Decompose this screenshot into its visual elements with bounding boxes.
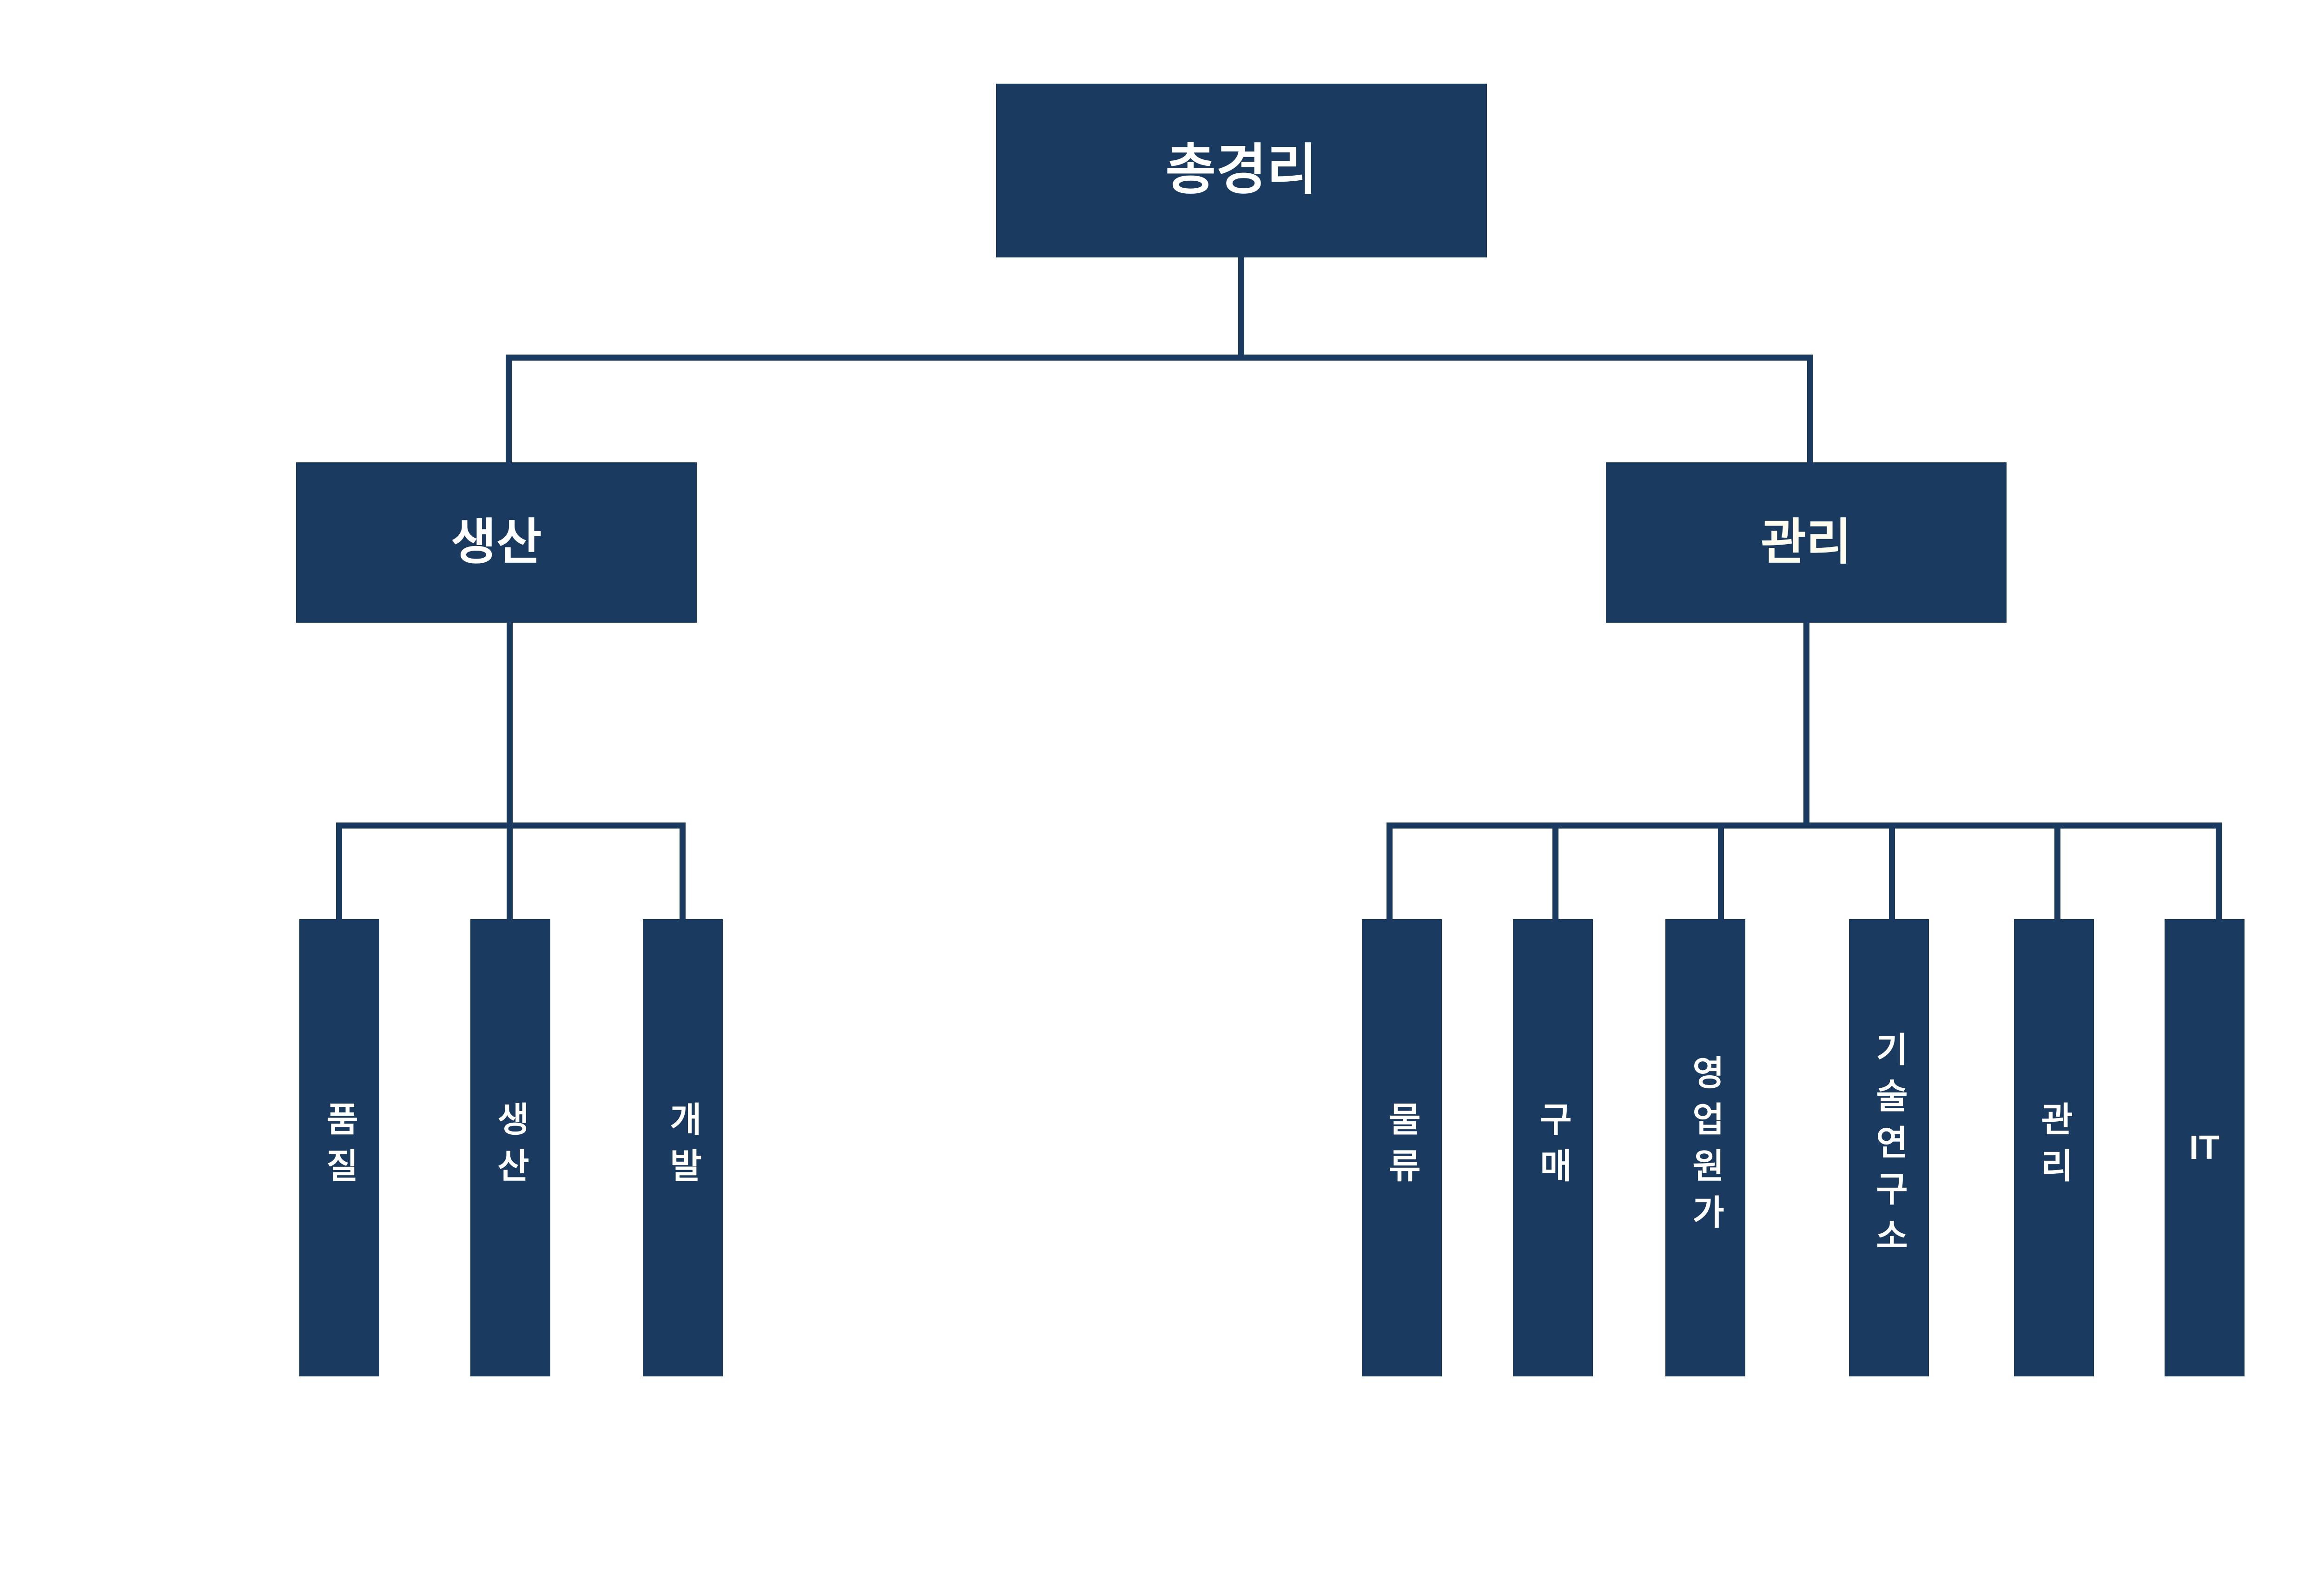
connector-production-stem: [507, 623, 513, 829]
connector-management-child-6: [2216, 822, 2222, 922]
node-logistics[interactable]: 물류: [1362, 919, 1442, 1376]
node-administration-label: 관리: [2035, 1101, 2073, 1194]
connector-production-child-2: [507, 822, 513, 922]
node-development-label: 개발: [664, 1101, 702, 1194]
node-technical-research-institute-label: 기술연구소: [1870, 1032, 1908, 1264]
node-management-label: 관리: [1760, 514, 1852, 570]
connector-root-bus: [506, 355, 1813, 361]
connector-root-stem: [1238, 257, 1244, 356]
node-root-ceo-label: 총경리: [1165, 139, 1318, 201]
node-it-label: IT: [2189, 1129, 2220, 1166]
node-logistics-label: 물류: [1383, 1101, 1421, 1194]
connector-production-child-1: [336, 822, 342, 922]
node-purchasing[interactable]: 구매: [1513, 919, 1593, 1376]
node-quality[interactable]: 품질: [299, 919, 379, 1376]
node-sales-cost-label: 영업원가: [1686, 1055, 1725, 1241]
connector-to-production: [506, 355, 512, 464]
node-production-leaf-label: 생산: [491, 1101, 530, 1194]
node-quality-label: 품질: [320, 1101, 359, 1194]
node-it[interactable]: IT: [2165, 919, 2245, 1376]
connector-management-child-1: [1386, 822, 1393, 922]
node-management[interactable]: 관리: [1606, 462, 2007, 623]
connector-production-child-3: [680, 822, 686, 922]
node-purchasing-label: 구매: [1534, 1101, 1572, 1194]
node-development[interactable]: 개발: [643, 919, 723, 1376]
connector-management-child-2: [1552, 822, 1558, 922]
node-administration[interactable]: 관리: [2014, 919, 2094, 1376]
node-production-leaf[interactable]: 생산: [470, 919, 550, 1376]
node-sales-cost[interactable]: 영업원가: [1665, 919, 1745, 1376]
connector-management-child-3: [1718, 822, 1724, 922]
node-root-ceo[interactable]: 총경리: [996, 84, 1487, 257]
connector-management-stem: [1803, 623, 1809, 829]
connector-management-bus: [1386, 822, 2222, 829]
connector-management-child-5: [2054, 822, 2060, 922]
connector-to-management: [1807, 355, 1813, 464]
node-production-label: 생산: [450, 514, 542, 570]
node-technical-research-institute[interactable]: 기술연구소: [1849, 919, 1929, 1376]
node-production[interactable]: 생산: [296, 462, 697, 623]
connector-management-child-4: [1889, 822, 1895, 922]
